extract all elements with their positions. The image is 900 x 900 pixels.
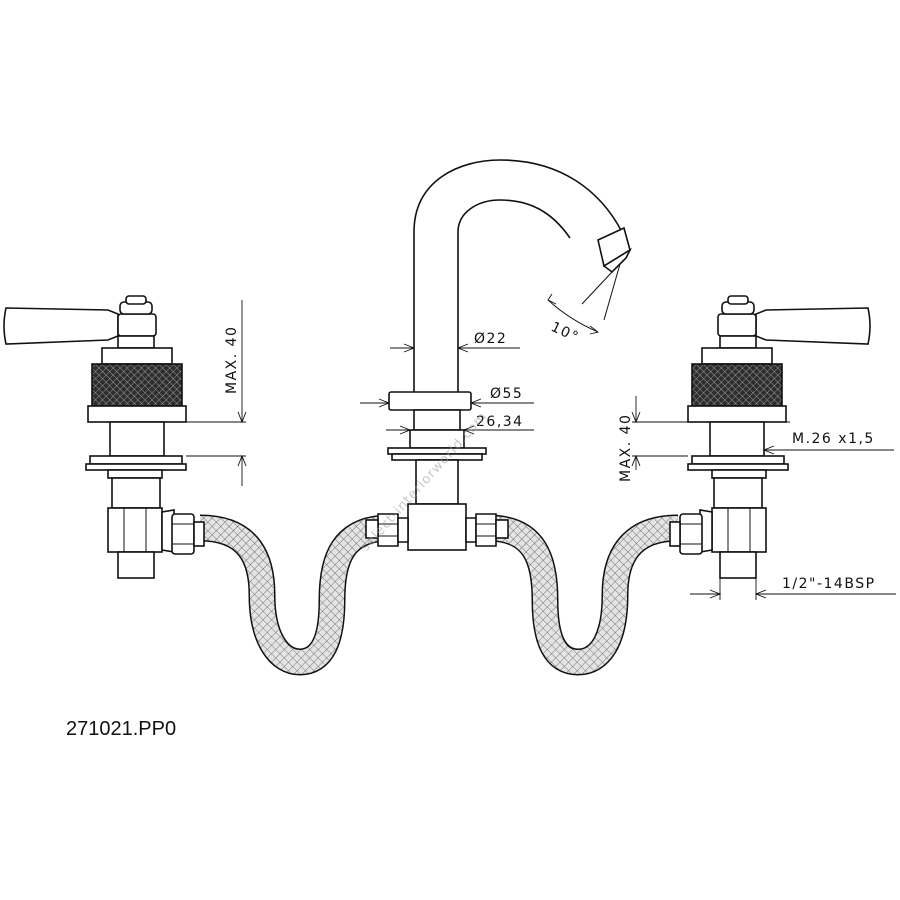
dim-base-diameter: Ø55 (490, 386, 523, 402)
dim-right-max: MAX. 40 (618, 414, 634, 482)
dim-shank-diameter: 26,34 (476, 414, 524, 430)
dim-left-max: MAX. 40 (224, 326, 240, 394)
dim-connection: 1/2"-14BSP (782, 576, 876, 592)
spout-tube (413, 159, 623, 392)
product-code: 271021.PP0 (66, 718, 177, 740)
right-knurled-collar (691, 363, 783, 407)
right-lever-handle (755, 307, 871, 345)
left-valve (3, 295, 205, 579)
left-lever-handle (3, 307, 119, 345)
dim-spout-angle: 10° (548, 319, 581, 346)
right-braided-hose (487, 514, 679, 676)
dim-spout-diameter: Ø22 (474, 331, 507, 347)
dim-thread: M.26 x1,5 (792, 431, 875, 447)
left-knurled-collar (91, 363, 183, 407)
central-spout (365, 159, 632, 551)
left-braided-hose (199, 514, 391, 676)
dimension-lines (186, 293, 896, 600)
right-valve (669, 295, 871, 579)
